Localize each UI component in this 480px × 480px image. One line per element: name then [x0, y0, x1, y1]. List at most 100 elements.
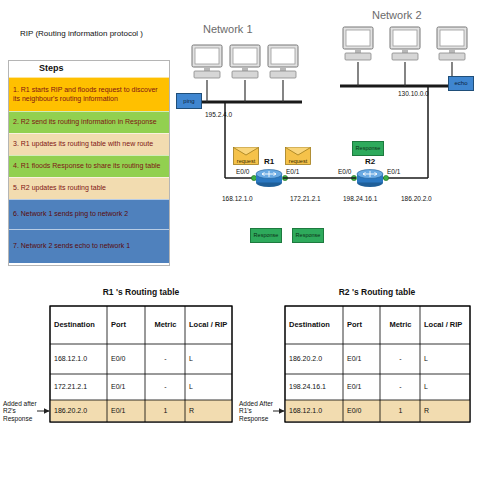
request-envelope: request — [233, 147, 259, 165]
table-header: Destination — [54, 306, 104, 344]
message-text: Response — [254, 232, 279, 238]
table-frame — [285, 306, 470, 422]
router-outline — [356, 168, 384, 188]
step-box: 4. R1 floods Response to share its routi… — [9, 155, 169, 177]
table-rule — [185, 306, 186, 422]
router-arrows — [262, 171, 276, 177]
table-rule — [107, 306, 108, 422]
table-cell: 168.12.1.0 — [289, 400, 340, 422]
step-text: 4. R1 floods Response to share its routi… — [13, 162, 160, 170]
interface-name: E0/0 — [338, 167, 358, 176]
ping-packet: ping — [176, 93, 202, 109]
table-rule — [343, 306, 344, 422]
step-box: 7. Network 2 sends echo to network 1 — [9, 229, 169, 263]
envelope-flap — [286, 148, 311, 156]
table-rule — [50, 374, 232, 375]
lan-bus — [340, 85, 449, 88]
highlight-row — [51, 400, 232, 422]
step-text: 5. R2 updates its routing table — [13, 184, 106, 192]
network-name: Network 1 — [203, 22, 273, 36]
table-header: Metric — [149, 306, 182, 344]
table-cell: 1 — [149, 400, 182, 422]
panel-heading: Steps — [39, 63, 64, 73]
table-frame — [50, 306, 232, 422]
router-outline — [255, 168, 283, 188]
link-cable — [283, 177, 356, 179]
envelope-flap — [234, 148, 259, 156]
router-name: R1 — [249, 157, 289, 166]
step-text: 7. Network 2 sends echo to network 1 — [13, 242, 130, 250]
table-cell: E0/1 — [111, 374, 142, 400]
pointer-arrow — [37, 411, 49, 412]
uplink-wire — [383, 177, 428, 179]
table-cell: L — [424, 374, 467, 400]
table-header: Local / RIP — [189, 306, 229, 344]
table-cell: 186.20.2.0 — [289, 344, 340, 374]
computer-icon — [343, 27, 373, 60]
interface-name: E0/1 — [286, 167, 306, 176]
interface-dot — [351, 175, 356, 180]
table-cell: - — [384, 374, 417, 400]
table-rule — [380, 306, 381, 422]
table-cell: E0/1 — [347, 344, 377, 374]
drop-cable — [244, 80, 245, 102]
pointer-arrow — [273, 411, 284, 412]
table-cell: 1 — [384, 400, 417, 422]
table-rule — [50, 400, 232, 401]
computer-icon — [390, 27, 420, 60]
message-text: Response — [356, 145, 381, 151]
ip-address: 168.12.1.0 — [222, 194, 266, 203]
computer-icon — [268, 45, 298, 78]
table-cell: R — [424, 400, 467, 422]
steps-panel: Steps 1. R1 starts RIP and floods request… — [8, 60, 170, 266]
router-top — [256, 170, 282, 179]
network-name: Network 2 — [372, 8, 442, 22]
router: R1 — [255, 168, 283, 188]
message-text: request — [289, 158, 307, 164]
subnet-address: 195.2.4.0 — [205, 110, 255, 119]
table-cell: E0/0 — [111, 344, 142, 374]
router-name: R2 — [350, 157, 390, 166]
router-arrows — [363, 171, 377, 177]
subnet-address: 130.10.0.0 — [398, 89, 448, 98]
response-message: Response — [292, 228, 324, 243]
table-rule — [285, 400, 470, 401]
drop-cable — [404, 62, 405, 86]
interface-dot — [383, 175, 388, 180]
ip-address: 172.21.2.1 — [290, 194, 334, 203]
table-cell: L — [189, 344, 229, 374]
step-text: 6. Network 1 sends ping to network 2 — [13, 210, 128, 218]
table-frame — [50, 306, 232, 422]
drop-cable — [357, 62, 358, 86]
table-rule — [145, 306, 146, 422]
table-cell: L — [189, 374, 229, 400]
lan-bus — [200, 101, 302, 104]
interface-name: E0/1 — [387, 167, 407, 176]
response-message: Response — [250, 228, 282, 243]
table-cell: L — [424, 344, 467, 374]
computer-icon — [230, 45, 260, 78]
drop-cable — [451, 62, 452, 76]
interface-dot — [282, 175, 287, 180]
table-rule — [50, 344, 232, 345]
computer-icon — [437, 27, 467, 60]
annotation: Added After R1's Response — [239, 395, 273, 427]
step-text: 2. R2 send its routing information in Re… — [13, 118, 157, 126]
table-rule — [285, 344, 470, 345]
step-text: 1. R1 starts RIP and floods request to d… — [13, 86, 165, 102]
ip-address: 186.20.2.0 — [401, 194, 447, 203]
table-cell: E0/0 — [347, 400, 377, 422]
table-frame — [285, 306, 470, 422]
drop-cable — [206, 80, 207, 102]
uplink-wire — [427, 86, 429, 178]
table-cell: 198.24.16.1 — [289, 374, 340, 400]
message-text: Response — [296, 232, 321, 238]
highlight-row — [286, 400, 470, 422]
message-text: ping — [183, 98, 194, 105]
table-cell: 172.21.2.1 — [54, 374, 104, 400]
table-title: R1 's Routing table — [71, 286, 211, 299]
table-header: Port — [347, 306, 377, 344]
step-box: 2. R2 send its routing information in Re… — [9, 111, 169, 133]
table-cell: - — [149, 374, 182, 400]
